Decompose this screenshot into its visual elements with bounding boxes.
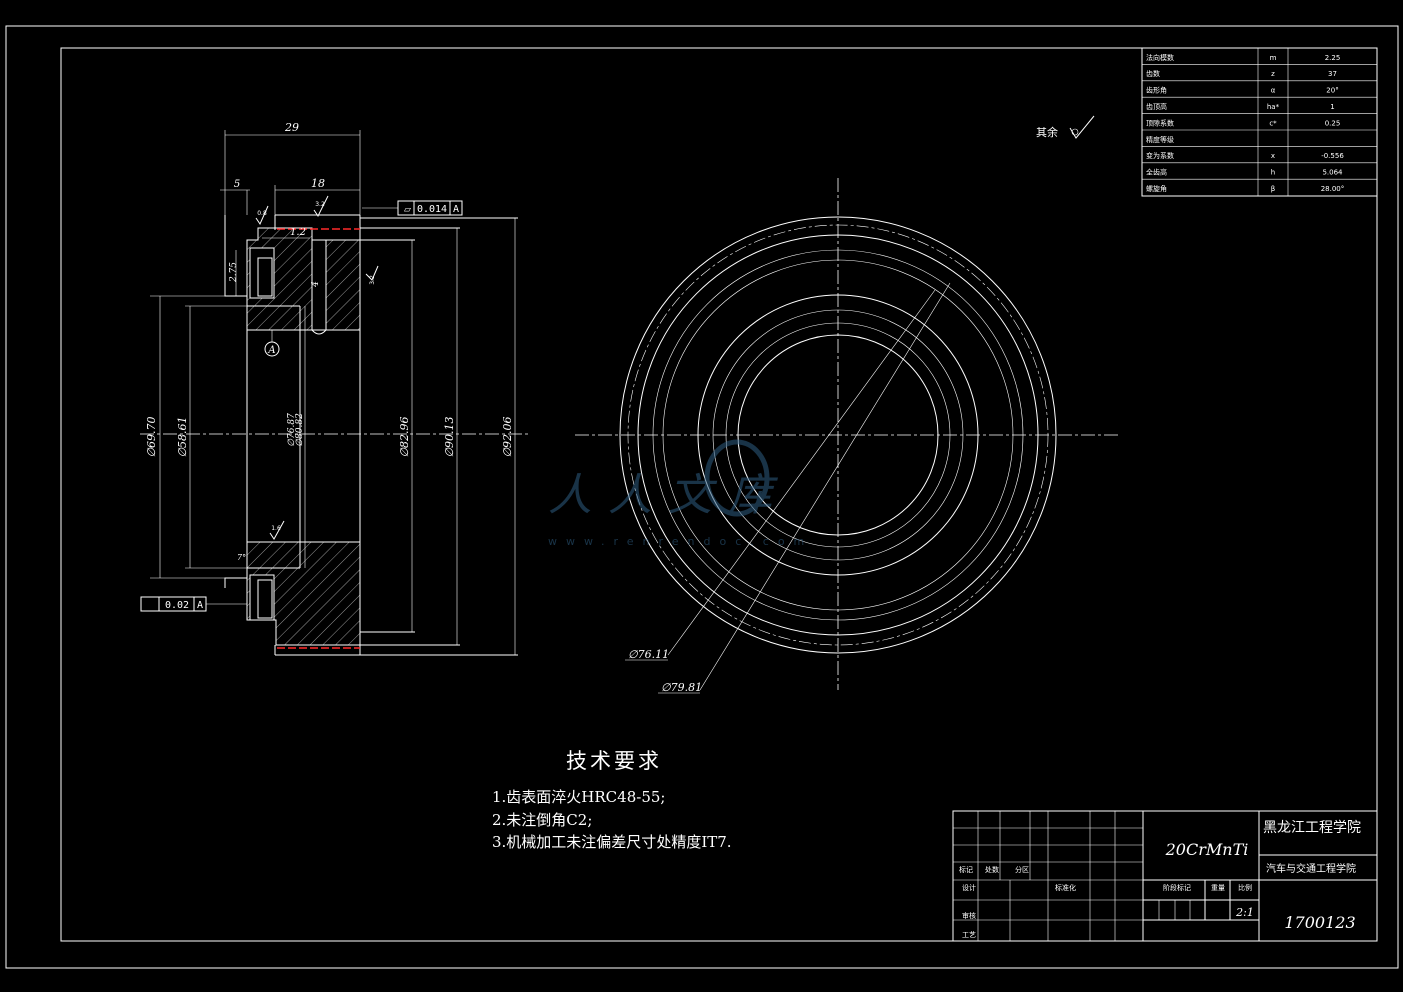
param-value: 2.25 <box>1325 54 1341 62</box>
roughness-a: 0.8 <box>257 210 267 217</box>
tolerance-bottom-value: 0.02 <box>165 600 189 611</box>
tech-item-1: 1.齿表面淬火HRC48-55; <box>492 788 665 806</box>
dim-18: 18 <box>311 177 325 190</box>
material: 20CrMnTi <box>1165 840 1249 859</box>
front-view: ∅76.11 ∅79.81 <box>575 178 1120 694</box>
roughness-c: 3.2 <box>369 275 376 285</box>
param-name: 法向模数 <box>1146 53 1174 62</box>
tolerance-top-value: 0.014 <box>417 204 447 215</box>
param-symbol: β <box>1271 185 1275 193</box>
tolerance-frame-top <box>397 200 463 216</box>
tolerance-top-datum: A <box>453 204 459 215</box>
section-labels: 29 18 5 1.2 2.75 4 0.8 3.2 3.2 1.6 7° A … <box>145 121 514 611</box>
param-symbol: α <box>1271 87 1276 95</box>
param-symbol: h <box>1271 169 1275 177</box>
param-name: 精度等级 <box>1146 135 1174 144</box>
param-name: 齿顶高 <box>1146 102 1167 111</box>
mark-label: 标记 <box>959 865 973 874</box>
param-symbol: z <box>1271 70 1275 78</box>
roughness-b: 3.2 <box>315 201 325 208</box>
outer-border <box>5 25 1399 969</box>
param-value: 0.25 <box>1325 119 1341 127</box>
param-row: 变为系数 x -0.556 <box>1146 151 1344 160</box>
param-name: 齿形角 <box>1146 86 1167 95</box>
watermark-text: 人人文库 <box>548 470 788 521</box>
dim-1-2: 1.2 <box>290 227 306 238</box>
param-value: 5.064 <box>1322 169 1343 177</box>
param-name: 齿数 <box>1146 69 1160 78</box>
param-name: 螺旋角 <box>1146 184 1167 193</box>
dim-4: 4 <box>311 281 321 288</box>
param-value: 1 <box>1330 103 1334 111</box>
drawing-number: 1700123 <box>1284 913 1355 932</box>
standardize-label: 标准化 <box>1055 883 1076 892</box>
inner-frame <box>60 47 1378 942</box>
zone-label: 分区 <box>1015 865 1029 874</box>
param-value: 28.00° <box>1321 185 1345 193</box>
param-row: 齿数 z 37 <box>1146 69 1337 78</box>
section-view <box>140 130 530 656</box>
tech-item-3: 3.机械加工未注偏差尺寸处精度IT7. <box>492 833 732 851</box>
param-symbol: c* <box>1269 119 1277 127</box>
dim-29: 29 <box>284 121 299 134</box>
param-row: 顶隙系数 c* 0.25 <box>1146 118 1340 127</box>
dim-phi-92-06: ∅92.06 <box>501 416 514 457</box>
review-label: 审核 <box>962 911 976 920</box>
hub-groove-upper <box>249 247 275 299</box>
flatness-symbol: ⏥ <box>404 205 411 215</box>
param-name: 全齿高 <box>1146 168 1167 177</box>
department-name: 汽车与交通工程学院 <box>1266 862 1356 875</box>
design-label: 设计 <box>962 883 976 892</box>
scale-value: 2:1 <box>1235 906 1254 919</box>
stage-mark-label: 阶段标记 <box>1163 883 1191 892</box>
param-name: 变为系数 <box>1146 151 1174 160</box>
gear-parameter-table: 法向模数 m 2.25 齿数 z 37 齿形角 α 20° 齿顶高 ha* 1 顶隙系数 c* 0.25 精度… <box>1141 47 1378 197</box>
param-symbol: m <box>1270 54 1277 62</box>
param-value: 20° <box>1326 87 1338 95</box>
param-row: 法向模数 m 2.25 <box>1146 53 1340 62</box>
count-label: 处数 <box>985 865 999 874</box>
process-label: 工艺 <box>962 931 976 939</box>
hub-groove-lower <box>249 574 275 621</box>
dim-phi-69-70: ∅69.70 <box>145 416 158 457</box>
dim-phi-76-11: ∅76.11 <box>628 648 669 661</box>
param-name: 顶隙系数 <box>1146 118 1174 127</box>
dim-phi-76-87: ∅76.87 <box>287 413 297 447</box>
school-name: 黑龙江工程学院 <box>1263 820 1361 836</box>
dim-phi-79-81: ∅79.81 <box>661 681 702 694</box>
param-row: 螺旋角 β 28.00° <box>1146 184 1344 193</box>
param-row: 精度等级 <box>1146 135 1174 144</box>
title-block: 20CrMnTi 黑龙江工程学院 汽车与交通工程学院 2:1 1700123 阶… <box>952 810 1378 942</box>
dim-phi-58-61: ∅58.61 <box>176 416 189 457</box>
dim-2-75: 2.75 <box>229 262 239 283</box>
watermark-url: www.renrendoc.com <box>548 535 813 548</box>
param-row: 全齿高 h 5.064 <box>1146 168 1343 177</box>
tolerance-bottom-datum: A <box>197 600 203 611</box>
watermark: 人人文库 www.renrendoc.com <box>548 439 813 548</box>
param-value: -0.556 <box>1321 152 1344 160</box>
remaining-roughness-note: 其余 <box>1036 115 1095 139</box>
dim-phi-90-13: ∅90.13 <box>443 416 456 457</box>
oil-hole <box>311 239 327 331</box>
roughness-d: 1.6 <box>271 525 281 532</box>
technical-requirements: 技术要求 1.齿表面淬火HRC48-55; 2.未注倒角C2; 3.机械加工未注… <box>492 749 732 851</box>
param-row: 齿顶高 ha* 1 <box>1146 102 1335 111</box>
dim-5: 5 <box>234 179 240 190</box>
param-symbol: x <box>1271 152 1275 160</box>
datum-label: A <box>267 345 275 356</box>
param-value: 37 <box>1328 70 1337 78</box>
dim-phi-80-82: ∅80.82 <box>295 413 305 447</box>
chamfer-angle: 7° <box>237 553 246 562</box>
ratio-label: 比例 <box>1238 883 1252 892</box>
dim-phi-82-96: ∅82.96 <box>398 416 411 457</box>
remaining-label: 其余 <box>1036 125 1058 139</box>
weight-label: 重量 <box>1211 884 1225 892</box>
tech-item-2: 2.未注倒角C2; <box>492 811 592 829</box>
param-row: 齿形角 α 20° <box>1146 86 1339 95</box>
param-symbol: ha* <box>1267 103 1280 111</box>
tech-title: 技术要求 <box>566 749 662 773</box>
